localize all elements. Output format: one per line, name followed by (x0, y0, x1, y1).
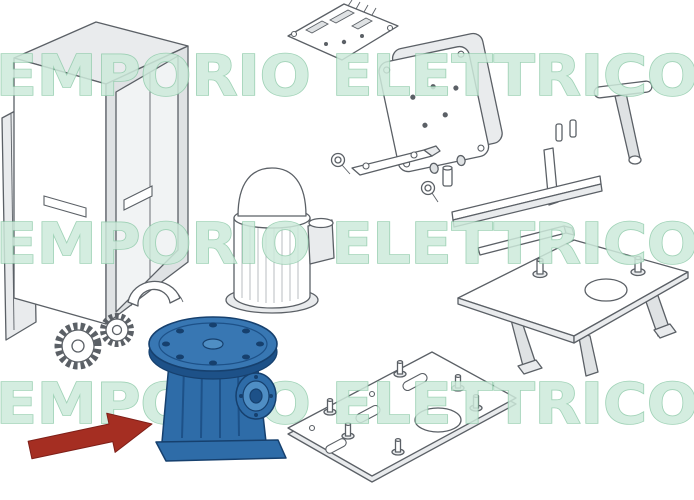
base-plate-stud (469, 393, 483, 412)
watermark-row-2: EMPORIO ELETTRICO (0, 212, 694, 277)
base-plate-stud (341, 421, 355, 440)
electric-motor-part (225, 167, 335, 314)
base-plate-part (287, 351, 517, 483)
base-plate-stud (393, 359, 407, 378)
base-plate-stud (323, 397, 337, 416)
base-plate-stud (451, 373, 465, 392)
cabinet-housing-part (13, 21, 189, 325)
clamp-bracket-part (127, 280, 184, 307)
control-box-part (378, 32, 503, 174)
cabinet-slot (123, 185, 153, 211)
release-key-part (593, 80, 653, 165)
base-plate-stud (391, 437, 405, 456)
strap-part (477, 225, 575, 256)
drive-gears-part (54, 313, 134, 370)
pointer-arrow (27, 412, 153, 460)
small-pins-part (555, 119, 577, 142)
base-plate-hole (414, 407, 462, 433)
pin-part (442, 165, 453, 187)
circuit-board-part (287, 0, 399, 61)
stand-stud (630, 255, 646, 277)
eyelet-screw-part-2 (420, 180, 439, 203)
gearbox-highlighted-part (148, 316, 287, 462)
stand-hole (584, 278, 628, 302)
angle-profile-part (451, 175, 603, 228)
stand-stud (532, 257, 548, 279)
watermark: EMPORIO ELETTRICO EMPORIO ELETTRICO EMPO… (0, 43, 694, 438)
eyelet-screw-part (330, 152, 351, 175)
watermark-row-1: EMPORIO ELETTRICO (0, 44, 694, 109)
mounting-bracket-part (351, 145, 441, 176)
gearbox-base-foot (155, 439, 287, 462)
cabinet-vent-slot (43, 195, 87, 218)
stand-table-part (457, 239, 689, 377)
motor-dome (237, 167, 307, 217)
